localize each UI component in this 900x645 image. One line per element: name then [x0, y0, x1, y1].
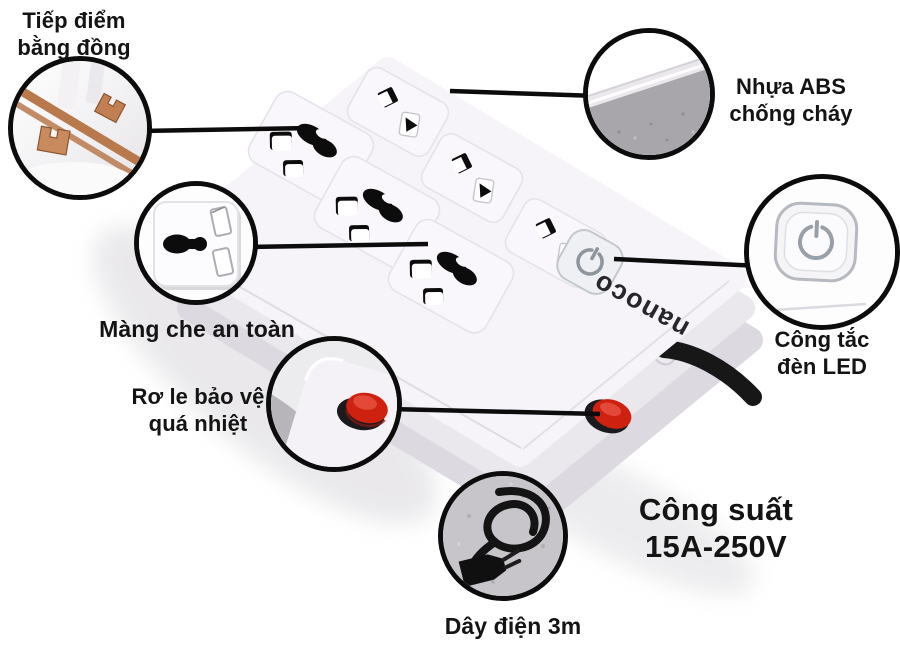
socket-two-pin-1	[346, 66, 450, 158]
power-rating-line2: 15A-250V	[645, 528, 787, 564]
abs-plastic-line1: Nhựa ABS	[735, 74, 847, 99]
power-button	[556, 229, 624, 295]
abs-plastic-photo	[588, 33, 710, 155]
abs-plastic-line2: chống cháy	[729, 100, 853, 126]
overheat-relay-button	[584, 399, 632, 434]
inset-thermal-relay	[266, 336, 402, 472]
power-icon	[576, 247, 604, 276]
callout-line-safety	[245, 241, 429, 250]
copper-contacts-line2: bằng đồng	[17, 34, 131, 60]
copper-busbars	[13, 81, 147, 183]
copper-contacts-photo	[13, 61, 147, 195]
copper-contacts-line1: Tiếp điểm	[22, 8, 126, 33]
shutter-hole	[163, 234, 207, 254]
callout-copper-contacts-label: Tiếp điểm bằng đồng	[6, 8, 142, 62]
led-switch-button	[773, 201, 859, 283]
plug	[458, 549, 522, 587]
inset-led-switch	[744, 174, 900, 330]
callout-thermal-relay-label: Rơ le bảo vệ quá nhiệt	[108, 384, 288, 438]
callout-line-copper	[139, 125, 313, 134]
relay-red-button	[336, 392, 388, 431]
power-rating-label: Công suất 15A-250V	[600, 492, 832, 565]
callout-power-cord-label: Dây điện 3m	[444, 613, 582, 639]
callout-line-abs	[449, 88, 599, 99]
thermal-relay-line2: quá nhiệt	[148, 410, 248, 436]
callout-line-relay	[389, 406, 601, 417]
thermal-relay-line1: Rơ le bảo vệ	[131, 384, 265, 409]
inset-power-cord	[438, 471, 568, 601]
callout-abs-plastic-label: Nhựa ABS chống cháy	[718, 74, 864, 128]
led-switch-photo	[749, 179, 895, 325]
plate-right-bevel	[522, 280, 730, 450]
thermal-relay-photo	[271, 341, 397, 467]
led-switch-line1: Công tắc	[774, 327, 870, 352]
callout-lines	[139, 88, 761, 417]
power-rating-line1: Công suất	[638, 492, 794, 527]
led-switch-line2: đèn LED	[777, 353, 867, 379]
callout-led-switch-label: Công tắc đèn LED	[760, 327, 884, 381]
callout-line-led	[613, 256, 761, 269]
power-icon	[798, 220, 834, 261]
callout-safety-cover-label: Màng che an toàn	[99, 316, 295, 342]
socket-two-pin-2	[420, 132, 524, 224]
socket-universal-3	[387, 218, 515, 334]
power-cord-photo	[443, 476, 563, 596]
inset-abs-plastic	[583, 28, 715, 160]
safety-cover-photo	[139, 186, 253, 300]
inset-copper-contacts	[8, 56, 152, 200]
inset-safety-cover	[134, 181, 258, 305]
